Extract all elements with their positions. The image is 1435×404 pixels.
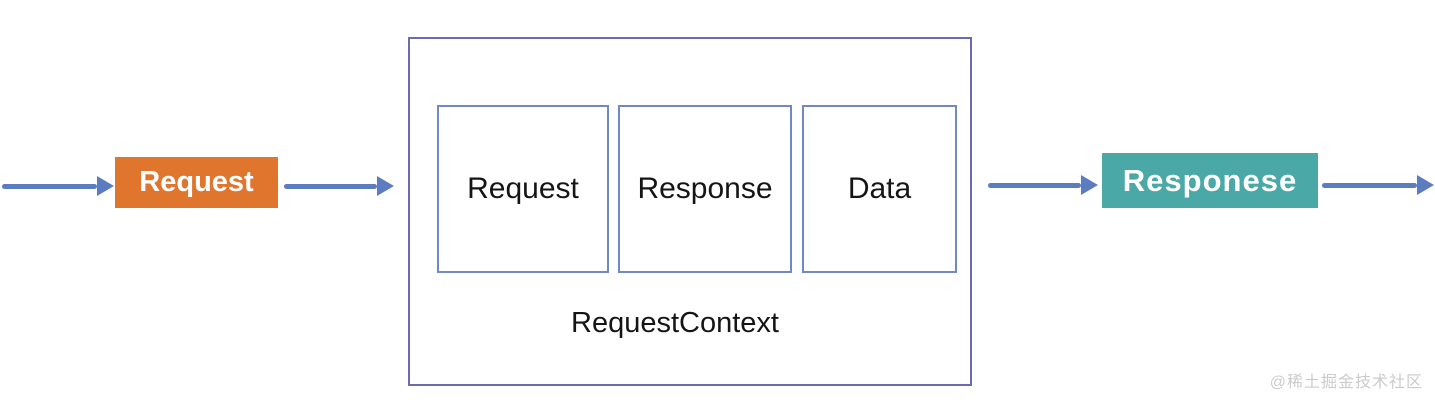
context-data-box: Data	[802, 105, 957, 273]
request-context-title: RequestContext	[571, 307, 779, 339]
arrow-head-icon	[1081, 175, 1098, 195]
arrow-head-icon	[1417, 175, 1434, 195]
context-request-label: Request	[467, 172, 579, 205]
request-badge: Request	[115, 157, 278, 208]
arrow-head-icon	[377, 176, 394, 196]
arrow-shaft	[1322, 182, 1417, 188]
arrow-shaft	[988, 182, 1081, 188]
response-badge: Responese	[1102, 153, 1318, 208]
request-to-context-arrow	[284, 176, 394, 196]
arrow-shaft	[284, 183, 377, 189]
arrow-shaft	[2, 183, 97, 189]
context-request-box: Request	[437, 105, 609, 273]
juejin-watermark: @稀土掘金技术社区	[1269, 374, 1423, 391]
request-context-box: Request Response Data RequestContext	[408, 37, 972, 386]
context-to-response-arrow	[988, 175, 1098, 195]
request-badge-label: Request	[139, 166, 254, 198]
context-response-box: Response	[618, 105, 792, 273]
incoming-request-arrow	[2, 176, 114, 196]
context-response-label: Response	[637, 172, 773, 205]
context-data-label: Data	[847, 172, 912, 205]
response-badge-label: Responese	[1122, 162, 1298, 198]
arrow-head-icon	[97, 176, 114, 196]
outgoing-response-arrow	[1322, 175, 1434, 195]
